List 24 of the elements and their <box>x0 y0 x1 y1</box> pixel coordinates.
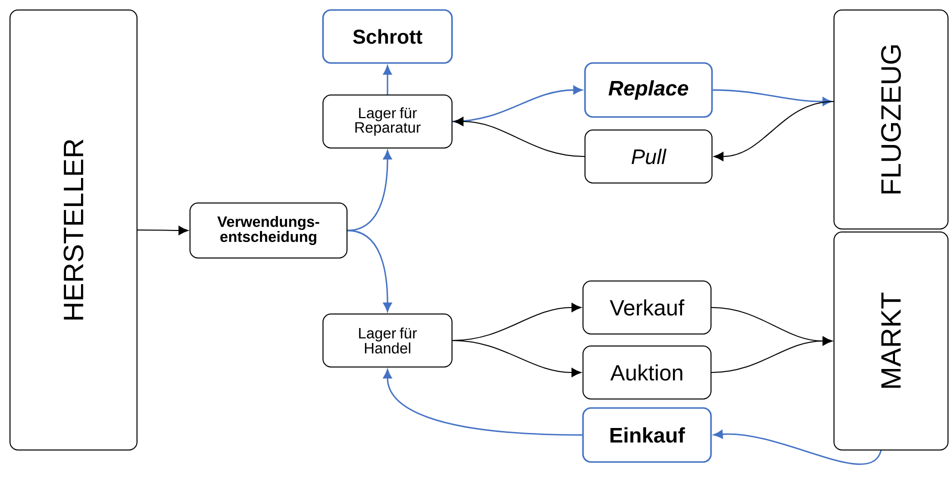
arrow <box>454 116 585 157</box>
arrow <box>347 150 392 232</box>
decision-box: Verwendungs- entscheidung <box>190 202 348 258</box>
arrow <box>714 430 882 465</box>
arrow <box>711 336 832 373</box>
column-box: HERSTELLER <box>10 10 138 450</box>
process-box: Replace <box>584 62 713 118</box>
column-box: FLUGZEUG <box>834 10 948 230</box>
process-box: Auktion <box>582 346 712 400</box>
arrow <box>712 89 832 106</box>
process-box: Lager für Reparatur <box>322 94 452 148</box>
process-box: Einkauf <box>582 407 712 463</box>
process-box: Pull <box>584 130 712 184</box>
arrow <box>714 101 834 162</box>
arrow <box>383 369 582 436</box>
arrow <box>383 66 392 94</box>
process-box: Lager für Handel <box>322 314 452 368</box>
column-box: MARKT <box>834 232 948 450</box>
arrow <box>137 226 188 236</box>
arrow <box>452 86 582 122</box>
arrow <box>452 340 582 378</box>
process-box: Verkauf <box>582 280 712 334</box>
arrow <box>347 230 392 312</box>
process-box: Schrott <box>322 9 453 64</box>
